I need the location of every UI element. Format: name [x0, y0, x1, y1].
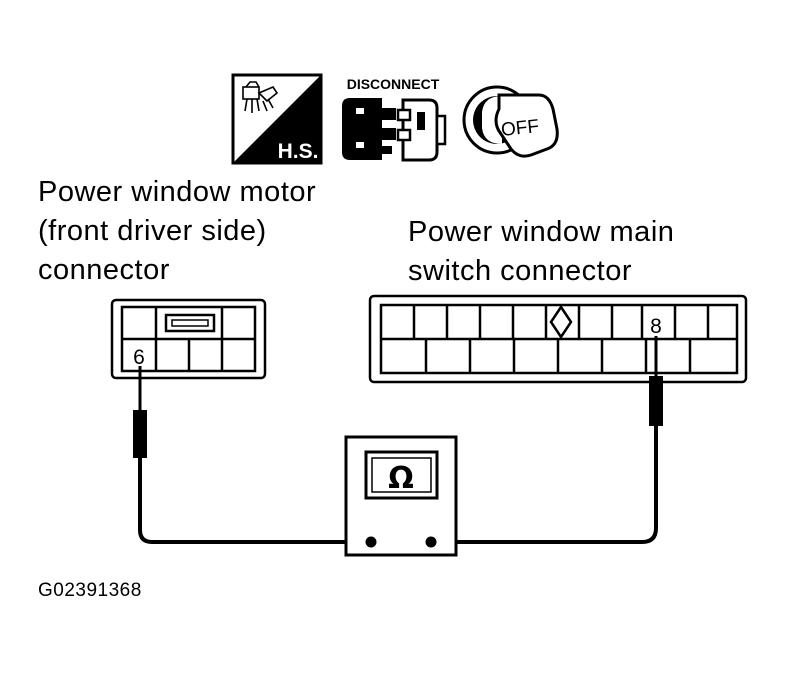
- left-label-line-1: Power window motor: [38, 176, 317, 208]
- left-connector-label: Power window motor (front driver side) c…: [38, 173, 316, 290]
- meter-left-jack: [365, 536, 377, 548]
- disconnect-text: DISCONNECT: [347, 76, 440, 92]
- left-label-line-2: (front driver side): [38, 215, 267, 247]
- left-label-line-3: connector: [38, 254, 170, 286]
- terminal-6-label: 6: [133, 346, 145, 369]
- hs-text: H.S.: [278, 140, 319, 163]
- connector-disconnect-icon: DISCONNECT: [342, 76, 447, 162]
- ohmmeter-icon: Ω: [344, 435, 458, 557]
- right-label-line-2: switch connector: [408, 255, 632, 287]
- right-connector: 8: [368, 294, 748, 384]
- meter-right-jack: [425, 536, 437, 548]
- off-text: OFF: [500, 116, 540, 141]
- ohm-symbol: Ω: [388, 461, 414, 496]
- right-probe-lead: [431, 336, 663, 544]
- ignition-key-off-icon: OFF: [462, 85, 559, 158]
- terminal-8-label: 8: [650, 315, 662, 338]
- hand-tools-hs-icon: H.S.: [231, 73, 323, 165]
- left-probe-lead: [133, 366, 369, 544]
- right-label-line-1: Power window main: [408, 216, 675, 248]
- figure-id: G02391368: [38, 580, 142, 601]
- right-connector-label: Power window main switch connector: [408, 213, 674, 291]
- left-connector: 6: [110, 298, 267, 380]
